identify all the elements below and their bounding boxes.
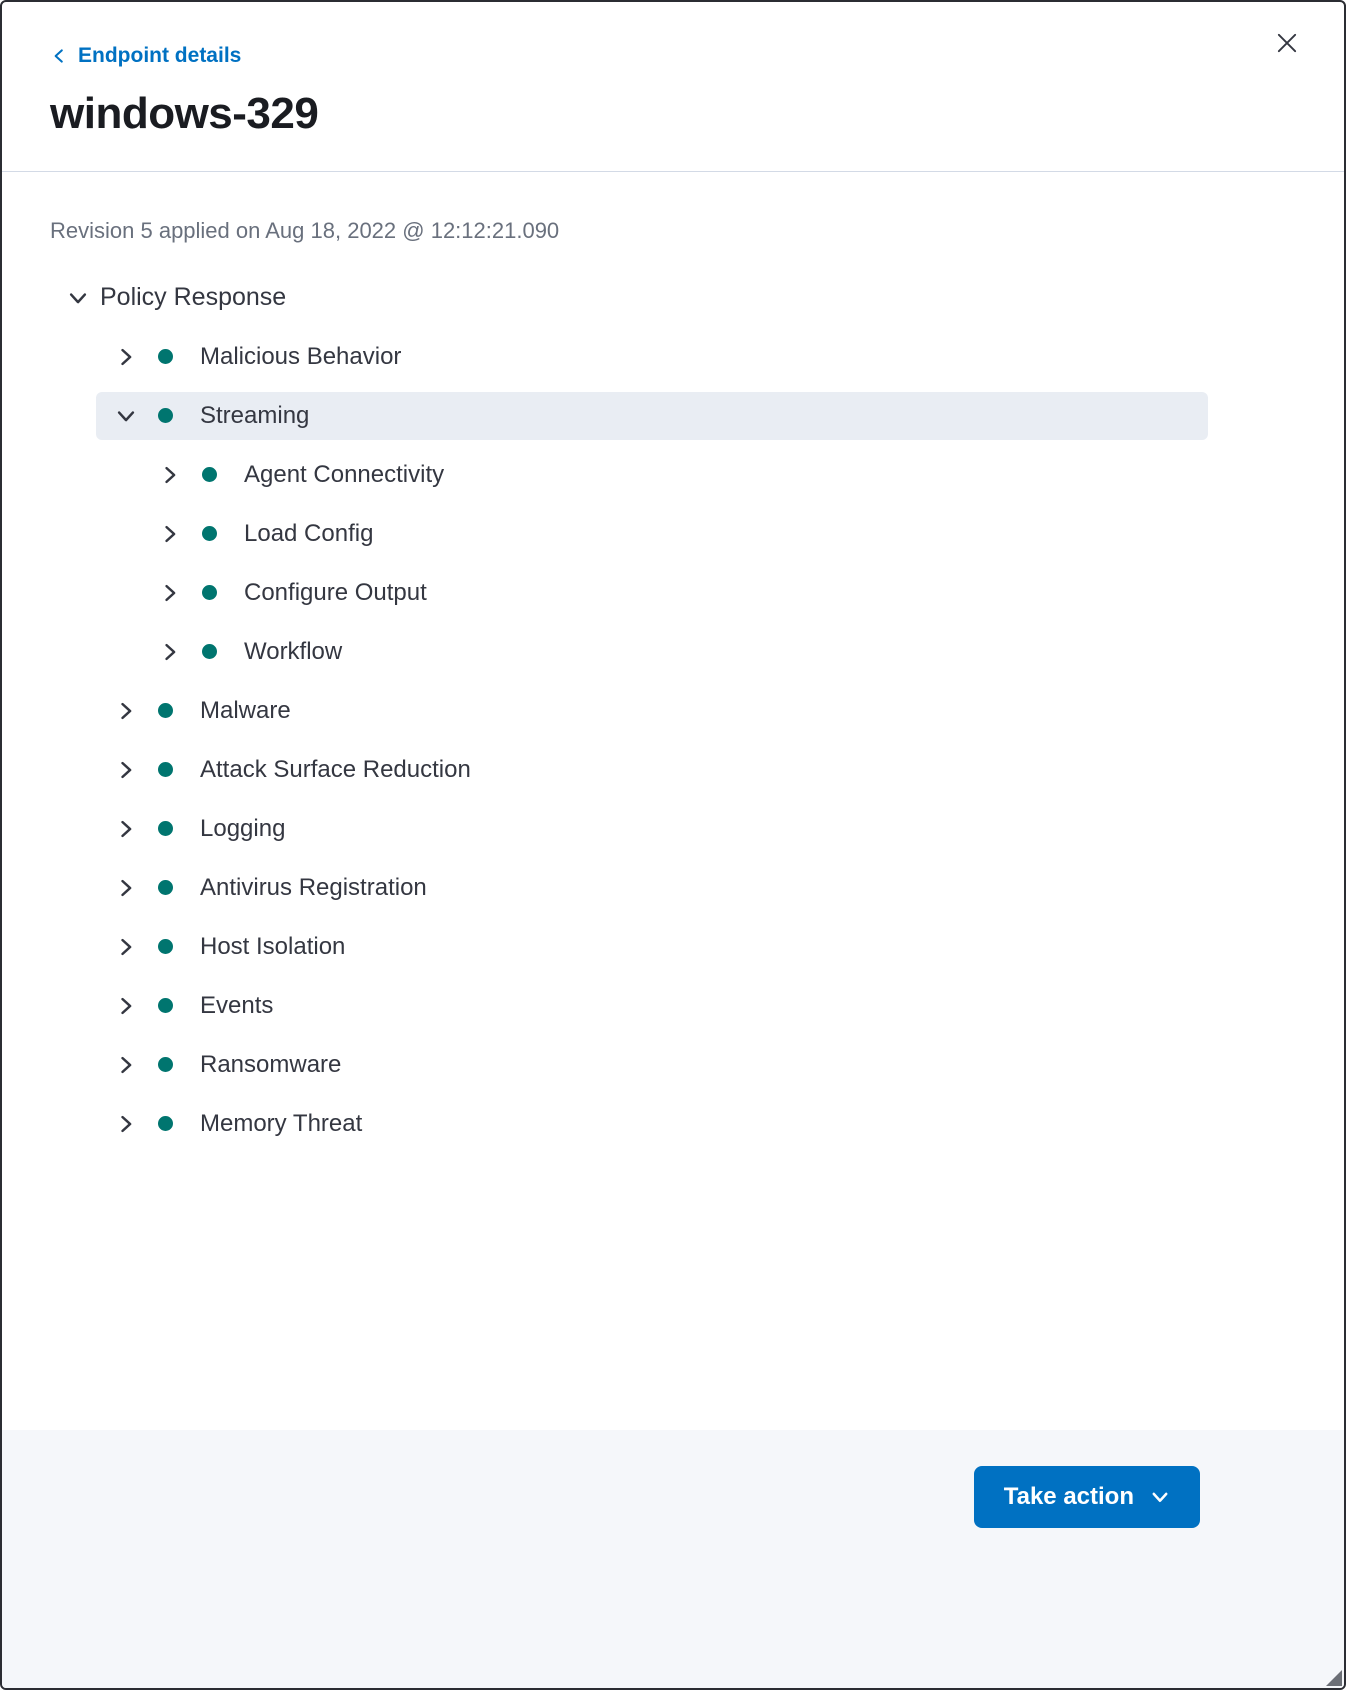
tree-item-label: Workflow xyxy=(244,637,343,665)
tree-item-label: Agent Connectivity xyxy=(244,460,445,488)
status-dot-icon xyxy=(158,762,173,778)
tree-item-agent-connectivity[interactable]: Agent Connectivity xyxy=(96,451,1208,499)
take-action-label: Take action xyxy=(1003,1483,1134,1510)
status-dot-icon xyxy=(202,585,217,601)
tree-item-label: Memory Threat xyxy=(200,1109,363,1137)
close-icon[interactable] xyxy=(1270,26,1304,60)
tree-item-malware[interactable]: Malware xyxy=(96,687,1208,735)
resize-handle-icon[interactable] xyxy=(1326,1670,1342,1686)
tree-item-malicious-behavior[interactable]: Malicious Behavior xyxy=(96,333,1208,381)
flyout-footer: Take action xyxy=(2,1430,1344,1688)
tree-item-workflow[interactable]: Workflow xyxy=(96,628,1208,676)
chevron-right-icon[interactable] xyxy=(114,877,138,899)
chevron-right-icon[interactable] xyxy=(114,759,138,781)
back-link-label: Endpoint details xyxy=(78,44,242,67)
chevron-right-icon[interactable] xyxy=(158,523,182,545)
tree-rows: Malicious Behavior Streaming Agent Conne… xyxy=(96,333,1208,1148)
chevron-right-icon[interactable] xyxy=(158,641,182,663)
chevron-right-icon[interactable] xyxy=(114,936,138,958)
tree-item-label: Ransomware xyxy=(200,1050,342,1078)
status-dot-icon xyxy=(158,408,173,424)
tree-item-antivirus-registration[interactable]: Antivirus Registration xyxy=(96,864,1208,912)
status-dot-icon xyxy=(202,467,217,483)
status-dot-icon xyxy=(158,939,173,955)
status-dot-icon xyxy=(158,821,173,837)
status-dot-icon xyxy=(158,998,173,1014)
tree-root-policy-response[interactable]: Policy Response xyxy=(50,274,1296,322)
chevron-right-icon[interactable] xyxy=(158,582,182,604)
chevron-right-icon[interactable] xyxy=(114,346,138,368)
status-dot-icon xyxy=(158,703,173,719)
tree-item-label: Malware xyxy=(200,696,291,724)
chevron-down-icon[interactable] xyxy=(114,405,138,427)
status-dot-icon xyxy=(158,349,173,365)
policy-response-tree: Policy Response Malicious Behavior Strea… xyxy=(50,274,1296,1148)
tree-item-label: Events xyxy=(200,991,274,1019)
tree-item-label: Host Isolation xyxy=(200,932,346,960)
flyout-header: Endpoint details windows-329 xyxy=(2,2,1344,171)
page-title: windows-329 xyxy=(50,89,319,138)
tree-item-memory-threat[interactable]: Memory Threat xyxy=(96,1100,1208,1148)
tree-item-load-config[interactable]: Load Config xyxy=(96,510,1208,558)
chevron-left-icon xyxy=(50,47,68,65)
tree-item-label: Malicious Behavior xyxy=(200,342,402,370)
tree-item-host-isolation[interactable]: Host Isolation xyxy=(96,923,1208,971)
status-dot-icon xyxy=(202,644,217,660)
tree-item-label: Load Config xyxy=(244,519,374,547)
tree-item-label: Attack Surface Reduction xyxy=(200,755,471,783)
flyout-body: Revision 5 applied on Aug 18, 2022 @ 12:… xyxy=(2,172,1344,1430)
tree-item-label: Configure Output xyxy=(244,578,427,606)
status-dot-icon xyxy=(158,1057,173,1073)
revision-text: Revision 5 applied on Aug 18, 2022 @ 12:… xyxy=(50,217,560,243)
tree-item-streaming[interactable]: Streaming xyxy=(96,391,1208,440)
tree-item-configure-output[interactable]: Configure Output xyxy=(96,569,1208,617)
tree-item-logging[interactable]: Logging xyxy=(96,805,1208,853)
chevron-right-icon[interactable] xyxy=(114,995,138,1017)
tree-item-events[interactable]: Events xyxy=(96,982,1208,1030)
header-divider xyxy=(2,170,1344,172)
tree-item-label: Antivirus Registration xyxy=(200,873,427,901)
chevron-right-icon[interactable] xyxy=(114,818,138,840)
chevron-down-icon xyxy=(1150,1487,1170,1507)
tree-item-attack-surface-reduction[interactable]: Attack Surface Reduction xyxy=(96,746,1208,794)
tree-item-label: Streaming xyxy=(200,401,310,429)
chevron-down-icon[interactable] xyxy=(66,287,90,309)
tree-root-label: Policy Response xyxy=(100,283,287,312)
chevron-right-icon[interactable] xyxy=(158,464,182,486)
status-dot-icon xyxy=(158,1116,173,1132)
tree-item-ransomware[interactable]: Ransomware xyxy=(96,1041,1208,1089)
status-dot-icon xyxy=(202,526,217,542)
tree-item-label: Logging xyxy=(200,814,286,842)
take-action-button[interactable]: Take action xyxy=(973,1466,1200,1528)
back-link-endpoint-details[interactable]: Endpoint details xyxy=(50,44,241,68)
chevron-right-icon[interactable] xyxy=(114,1054,138,1076)
chevron-right-icon[interactable] xyxy=(114,700,138,722)
chevron-right-icon[interactable] xyxy=(114,1113,138,1135)
status-dot-icon xyxy=(158,880,173,896)
